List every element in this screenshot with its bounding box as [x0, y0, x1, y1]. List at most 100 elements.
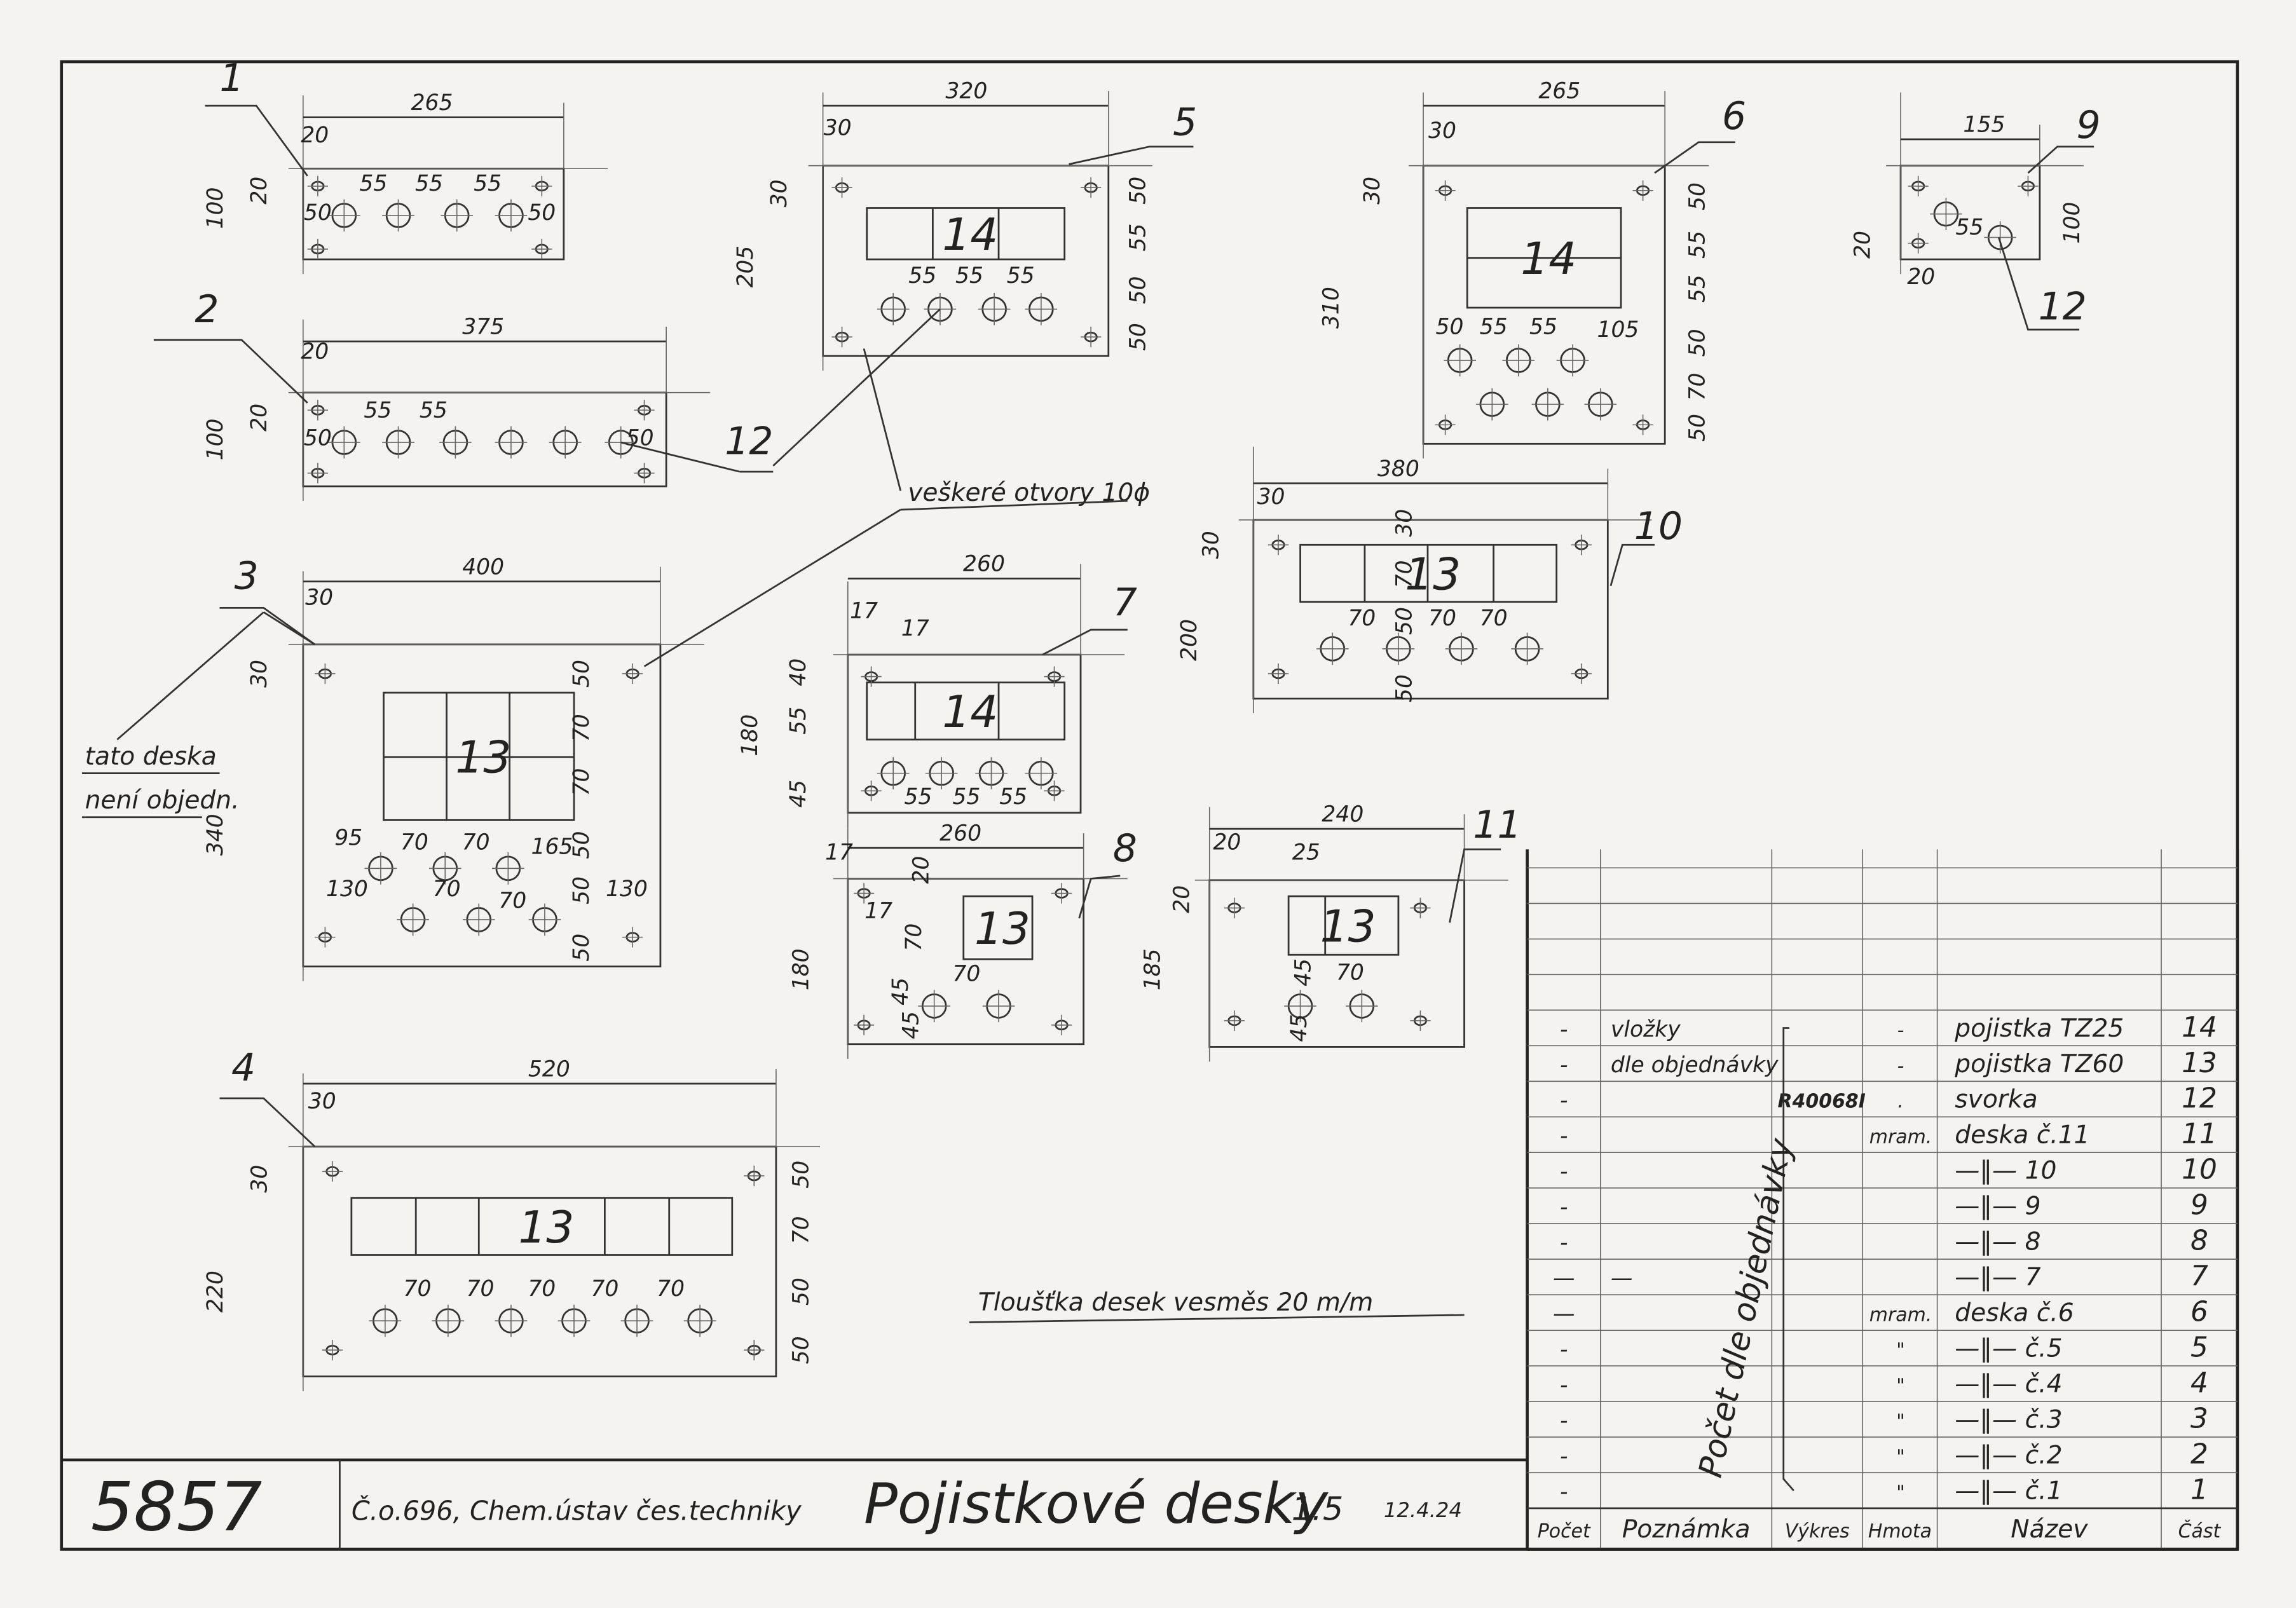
- mounting-hole: [1081, 327, 1102, 348]
- cell-name: —‖— 9: [1955, 1192, 2040, 1221]
- note-all-holes: veškeré otvory 10ϕ: [643, 348, 1150, 667]
- terminal-hole: [683, 1304, 716, 1337]
- dimension-label: 55: [955, 263, 983, 289]
- part-number-label: 12: [2039, 285, 2087, 329]
- dimension-label: 105: [1597, 317, 1639, 343]
- dimension-label: 320: [945, 79, 987, 104]
- terminal-hole: [1511, 632, 1543, 665]
- mounting-hole: [744, 1165, 765, 1187]
- table-header: Část: [2178, 1519, 2222, 1543]
- mounting-hole: [1268, 535, 1289, 555]
- dimension-label: 50: [569, 831, 594, 859]
- cell-mass: -: [1897, 1055, 1904, 1077]
- leader-line: [153, 339, 308, 404]
- dimension-label: 260: [940, 821, 981, 847]
- dimension-label: 70: [467, 1276, 495, 1302]
- dimension-label: 55: [1007, 263, 1035, 289]
- dimension-label: 50: [569, 660, 594, 688]
- cell-name: —‖— č.2: [1955, 1441, 2062, 1470]
- terminal-hole: [432, 1304, 465, 1337]
- terminal-hole: [620, 1304, 653, 1337]
- dimension-label: 55: [999, 784, 1027, 810]
- cell-name: —‖— č.4: [1955, 1370, 2062, 1399]
- dimension-label: 55: [1125, 224, 1151, 252]
- dimension-label: 20: [247, 404, 272, 432]
- cell-count: —: [1553, 1266, 1575, 1291]
- part-number-label: 2: [195, 287, 219, 332]
- terminal-hole: [428, 852, 461, 885]
- dimension-label: 20: [1850, 231, 1876, 259]
- cutout-part-number: 13: [974, 904, 1030, 955]
- dimension-label: 55: [1955, 215, 1983, 240]
- dimension-label: 20: [1169, 885, 1194, 913]
- dimension-label: 200: [1177, 619, 1202, 661]
- leader-line: [219, 1097, 316, 1148]
- dimension-label: 165: [531, 834, 573, 859]
- cell-mass: -: [1897, 1019, 1904, 1042]
- dimension-label: 70: [569, 768, 594, 796]
- part-number-label: 6: [1722, 94, 1746, 139]
- svg-text:12: 12: [725, 419, 773, 463]
- cell-name: pojistka TZ60: [1954, 1050, 2124, 1079]
- terminal-hole: [1531, 388, 1564, 421]
- dimension-label: 55: [364, 398, 392, 423]
- dimension-label: 70: [591, 1276, 618, 1302]
- dimension-label: 70: [498, 889, 526, 914]
- dimension-label: 155: [1963, 112, 2005, 138]
- mounting-hole: [1051, 1014, 1072, 1035]
- dimension-label: 265: [411, 90, 453, 116]
- fuse-cutout: [866, 207, 1066, 261]
- dimension-label: 70: [657, 1276, 685, 1302]
- dimension-label: 70: [569, 714, 594, 742]
- dimension-label: 70: [400, 829, 428, 855]
- mounting-hole: [634, 400, 655, 421]
- dimension-label: 70: [1428, 606, 1456, 631]
- cell-part: 14: [2182, 1011, 2217, 1044]
- dimension-label: 55: [1684, 275, 1710, 303]
- terminal-hole: [1345, 990, 1378, 1023]
- mounting-hole: [634, 463, 655, 484]
- leader-line: [1042, 629, 1128, 656]
- dimension-label: 20: [1907, 264, 1935, 290]
- terminal-hole: [369, 1304, 402, 1337]
- dimension-label: 30: [305, 585, 333, 611]
- mounting-hole: [1410, 897, 1431, 918]
- dimension-label: 70: [1336, 960, 1364, 985]
- mounting-hole: [853, 883, 875, 904]
- terminal-hole: [1316, 632, 1349, 665]
- drawing-frame: [60, 60, 2239, 1551]
- cell-name: deska č.6: [1955, 1299, 2074, 1328]
- table-header: Poznámka: [1622, 1515, 1751, 1544]
- dimension-label: 50: [1125, 276, 1151, 304]
- leader-line: [1078, 875, 1121, 919]
- dimension-label: 50: [1684, 329, 1710, 357]
- cell-name: —‖— 10: [1955, 1157, 2056, 1185]
- cell-part: 2: [2190, 1438, 2208, 1471]
- dimension-label: 55: [952, 784, 980, 810]
- terminal-hole: [1984, 221, 2017, 254]
- dimension-label: 30: [1428, 118, 1456, 144]
- cell-count: -: [1560, 1195, 1568, 1220]
- terminal-hole: [1382, 632, 1415, 665]
- dimension-label: 25: [1292, 840, 1320, 866]
- dimension-label: 30: [1257, 484, 1285, 510]
- dimension-label: 45: [888, 978, 913, 1005]
- dimension-label: 265: [1538, 79, 1580, 104]
- cell-part: 12: [2182, 1082, 2217, 1115]
- table-header: Výkres: [1785, 1520, 1850, 1543]
- terminal-hole: [364, 852, 397, 885]
- cell-count: -: [1560, 1053, 1568, 1078]
- mounting-hole: [622, 663, 643, 685]
- mounting-hole: [322, 1161, 343, 1182]
- cell-count: -: [1560, 1337, 1568, 1363]
- dimension-label: 70: [462, 829, 490, 855]
